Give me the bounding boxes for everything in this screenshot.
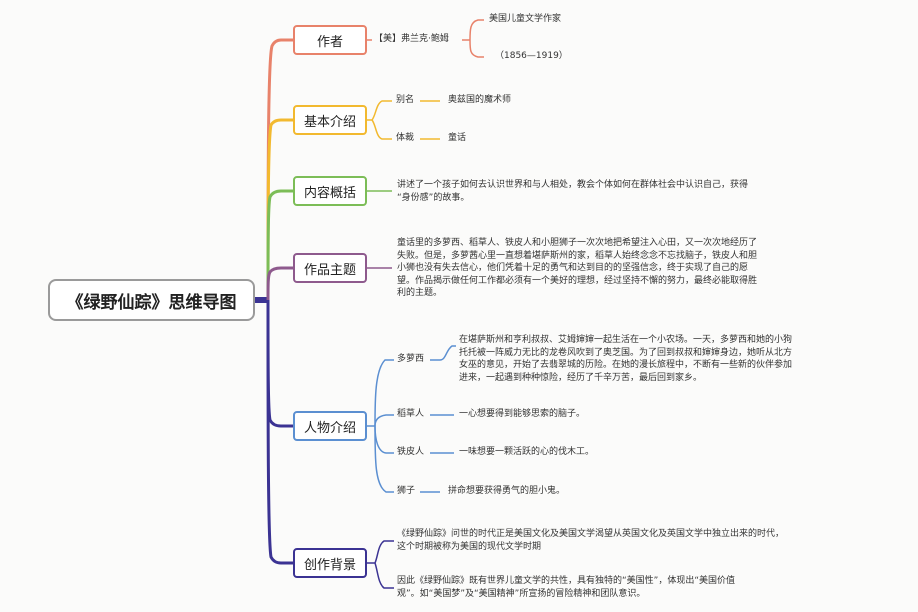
branch-author[interactable]: 作者 — [293, 25, 367, 55]
character-dorothy-line: 在堪萨斯州和亨利叔叔、艾姆婶婶一起生活在一个小农场。一天，多萝西和她的小狗 — [459, 335, 793, 345]
character-scarecrow-name: 稻草人 — [397, 409, 425, 419]
background-line: 观”。如“美国梦”及“美国精神”所宣扬的冒险精神和团队意识。 — [397, 588, 646, 599]
character-tinman-name: 铁皮人 — [397, 447, 425, 457]
branch-author-label: 作者 — [316, 34, 343, 50]
character-dorothy-desc: 在堪萨斯州和亨利叔叔、艾姆婶婶一起生活在一个小农场。一天，多萝西和她的小狗 托托… — [459, 334, 792, 384]
character-dorothy-name: 多萝西 — [397, 354, 425, 364]
author-name: 【美】弗兰克·鲍姆 — [374, 34, 449, 44]
summary-text: 讲述了一个孩子如何去认识世界和与人相处，教会个体如何在群体社会中认识自己，获得 … — [397, 179, 748, 204]
branch-summary-label: 内容概括 — [303, 185, 356, 201]
theme-line: 利的主题。 — [397, 288, 443, 298]
branch-summary[interactable]: 内容概括 — [293, 176, 367, 206]
background-paragraph-2: 因此《绿野仙踪》既有世界儿童文学的共性，具有独特的“美国性”，体现出“美国价值 … — [397, 575, 735, 600]
background-paragraph-1: 《绿野仙踪》问世的时代正是美国文化及美国文学渴望从英国文化及英国文学中独立出来的… — [397, 528, 784, 553]
character-tinman-desc: 一味想要一颗活跃的心的伐木工。 — [459, 447, 595, 457]
character-lion-name: 狮子 — [397, 486, 416, 496]
branch-background-label: 创作背景 — [303, 557, 356, 573]
summary-line: 讲述了一个孩子如何去认识世界和与人相处，教会个体如何在群体社会中认识自己，获得 — [397, 180, 749, 190]
theme-line: 小狮也没有失去信心，他们凭着十足的勇气和达到目的的坚强信念，终于实现了自己的愿 — [397, 263, 749, 273]
connector-theme — [266, 266, 293, 301]
connector-author — [266, 38, 293, 301]
background-line: 因此《绿野仙踪》既有世界儿童文学的共性，具有独特的“美国性”，体现出“美国价值 — [397, 576, 735, 586]
branch-theme[interactable]: 作品主题 — [293, 253, 367, 283]
theme-text: 童话里的多萝西、稻草人、铁皮人和小胆狮子一次次地把希望注入心田，又一次次地经历了… — [397, 237, 757, 300]
connector-characters — [266, 299, 293, 428]
theme-line: 失败。但是，多萝茜心里一直想着堪萨斯州的家，稻草人始终念念不忘找脑子，铁皮人和胆 — [397, 250, 758, 261]
branch-intro[interactable]: 基本介绍 — [293, 105, 367, 135]
character-dorothy-line: 女巫的意见，开始了去翡翠城的历险。在她的漫长旅程中，不断有一些新的伙伴参加 — [459, 360, 793, 370]
author-detail-years: （1856—1919） — [495, 51, 568, 61]
root-title: 《绿野仙踪》思维导图 — [66, 292, 237, 313]
summary-line: “身份感”的故事。 — [397, 192, 470, 203]
character-dorothy-line: 进来，一起遇到种种惊险，经历了千辛万苦，最后回到家乡。 — [459, 372, 703, 383]
branch-background[interactable]: 创作背景 — [293, 548, 367, 578]
connector-summary — [266, 189, 293, 301]
intro-genre-key: 体裁 — [396, 133, 415, 143]
connector-intro — [266, 118, 293, 301]
character-lion-desc: 拼命想要获得勇气的胆小鬼。 — [448, 486, 566, 496]
connector-background — [266, 299, 293, 565]
branch-theme-label: 作品主题 — [303, 262, 356, 278]
intro-alias-value: 奥兹国的魔术师 — [448, 95, 512, 105]
theme-line: 童话里的多萝西、稻草人、铁皮人和小胆狮子一次次地把希望注入心田，又一次次地经历了 — [397, 238, 758, 248]
intro-genre-value: 童话 — [448, 133, 467, 143]
branch-intro-label: 基本介绍 — [303, 114, 356, 130]
character-dorothy-line: 托托被一阵威力无比的龙卷风吹到了奥芝国。为了回到叔叔和婶婶身边，她听从北方 — [459, 347, 793, 358]
branch-characters-label: 人物介绍 — [303, 420, 356, 436]
branch-characters[interactable]: 人物介绍 — [293, 411, 367, 441]
character-scarecrow-desc: 一心想要得到能够思索的脑子。 — [459, 409, 586, 419]
root-node[interactable]: 《绿野仙踪》思维导图 — [48, 279, 255, 321]
intro-alias-key: 别名 — [396, 95, 415, 105]
theme-line: 望。作品揭示做任何工作都必须有一个美好的理想，经过坚持不懈的努力，最终必能取得胜 — [397, 275, 758, 286]
background-line: 这个时期被称为美国的现代文学时期 — [397, 541, 542, 552]
background-line: 《绿野仙踪》问世的时代正是美国文化及美国文学渴望从英国文化及英国文学中独立出来的… — [397, 529, 785, 539]
author-detail-nationality: 美国儿童文学作家 — [489, 14, 562, 24]
